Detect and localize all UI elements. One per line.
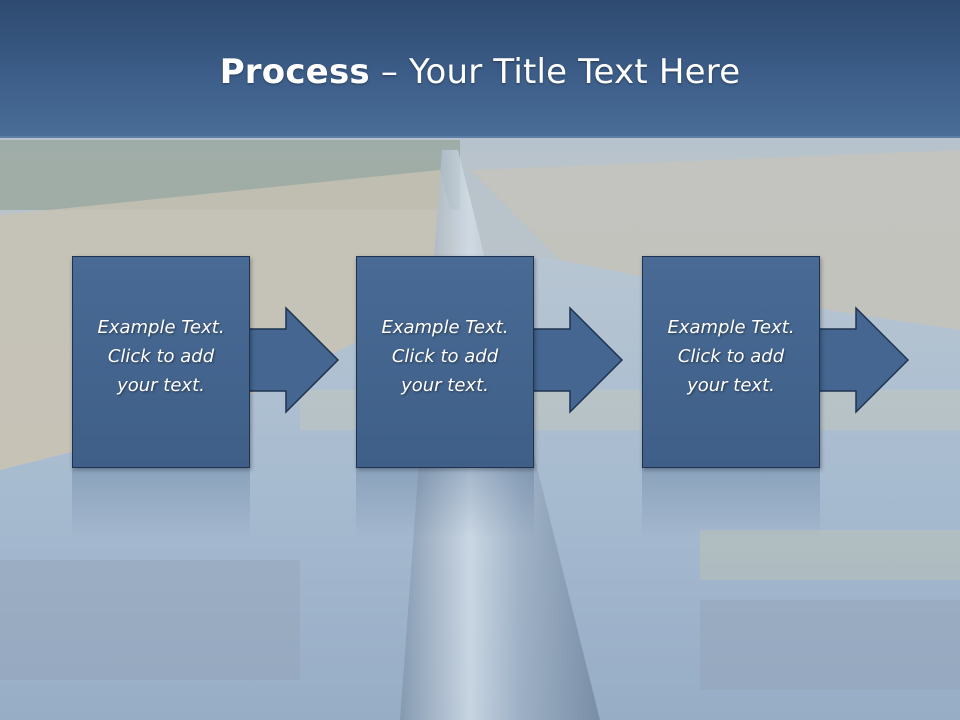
- step-line-3: your text.: [401, 375, 489, 396]
- process-text-3[interactable]: Example Text. Click to add your text.: [643, 313, 819, 400]
- title-rest-part: – Your Title Text Here: [369, 52, 741, 92]
- process-step-1[interactable]: Example Text. Click to add your text.: [72, 256, 342, 468]
- process-text-1[interactable]: Example Text. Click to add your text.: [73, 313, 249, 400]
- process-box-2[interactable]: Example Text. Click to add your text.: [356, 256, 534, 468]
- box-reflection: [642, 468, 820, 538]
- title-bar: Process – Your Title Text Here: [0, 0, 960, 138]
- step-line-2: Click to add: [391, 346, 499, 367]
- step-line-2: Click to add: [107, 346, 215, 367]
- slide-title[interactable]: Process – Your Title Text Here: [0, 52, 960, 92]
- step-line-1: Example Text.: [97, 317, 225, 338]
- step-line-1: Example Text.: [667, 317, 795, 338]
- title-bold-part: Process: [219, 52, 370, 92]
- step-line-2: Click to add: [677, 346, 785, 367]
- process-box-1[interactable]: Example Text. Click to add your text.: [72, 256, 250, 468]
- step-line-1: Example Text.: [381, 317, 509, 338]
- box-reflection: [356, 468, 534, 538]
- step-line-3: your text.: [117, 375, 205, 396]
- box-reflection: [72, 468, 250, 538]
- process-text-2[interactable]: Example Text. Click to add your text.: [357, 313, 533, 400]
- step-line-3: your text.: [687, 375, 775, 396]
- process-box-3[interactable]: Example Text. Click to add your text.: [642, 256, 820, 468]
- process-step-3[interactable]: Example Text. Click to add your text.: [642, 256, 912, 468]
- process-step-2[interactable]: Example Text. Click to add your text.: [356, 256, 626, 468]
